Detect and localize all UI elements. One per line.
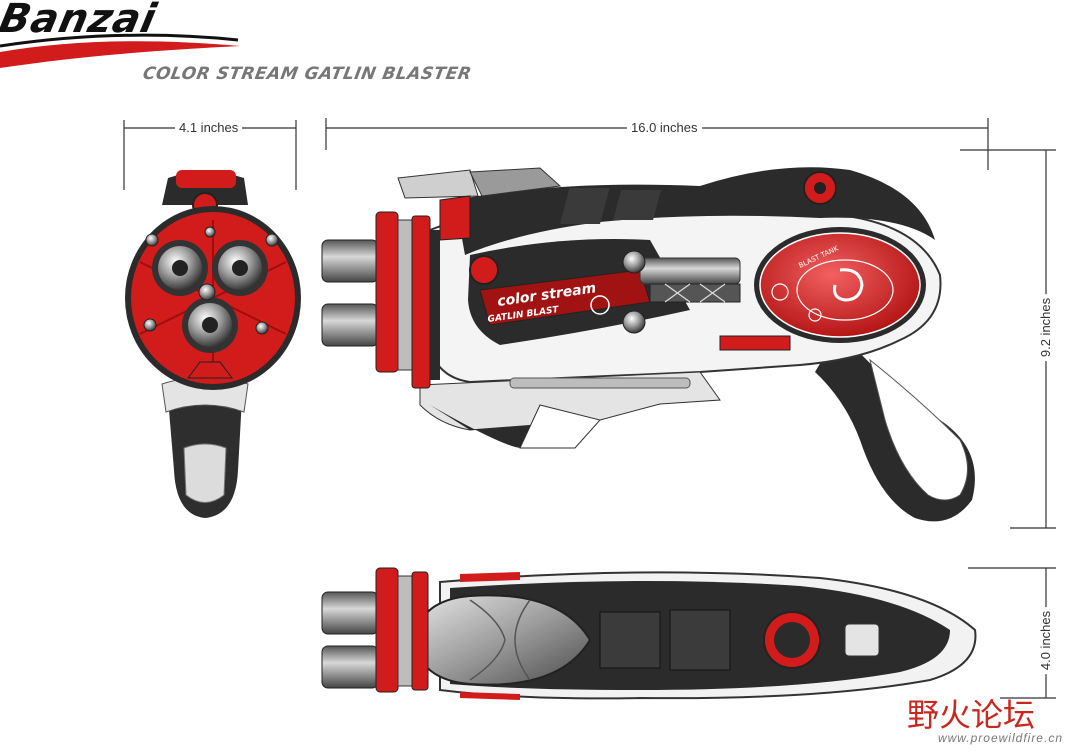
watermark-text: 野火论坛 [906,696,1035,734]
dimension-side-length: 16.0 inches [627,120,702,135]
front-view [125,170,301,518]
brand-swoosh [0,33,240,68]
front-barrels [152,240,268,353]
side-view: color stream GATLIN BLAST BLAST TANK [321,167,975,522]
dimension-top-height: 4.0 inches [1038,606,1054,675]
dimension-front-width: 4.1 inches [175,120,243,135]
top-view [321,567,977,700]
brand-logo [0,0,250,70]
watermark-url: www.proewildfire.cn [937,731,1063,745]
dimension-side-height: 9.2 inches [1038,293,1054,362]
